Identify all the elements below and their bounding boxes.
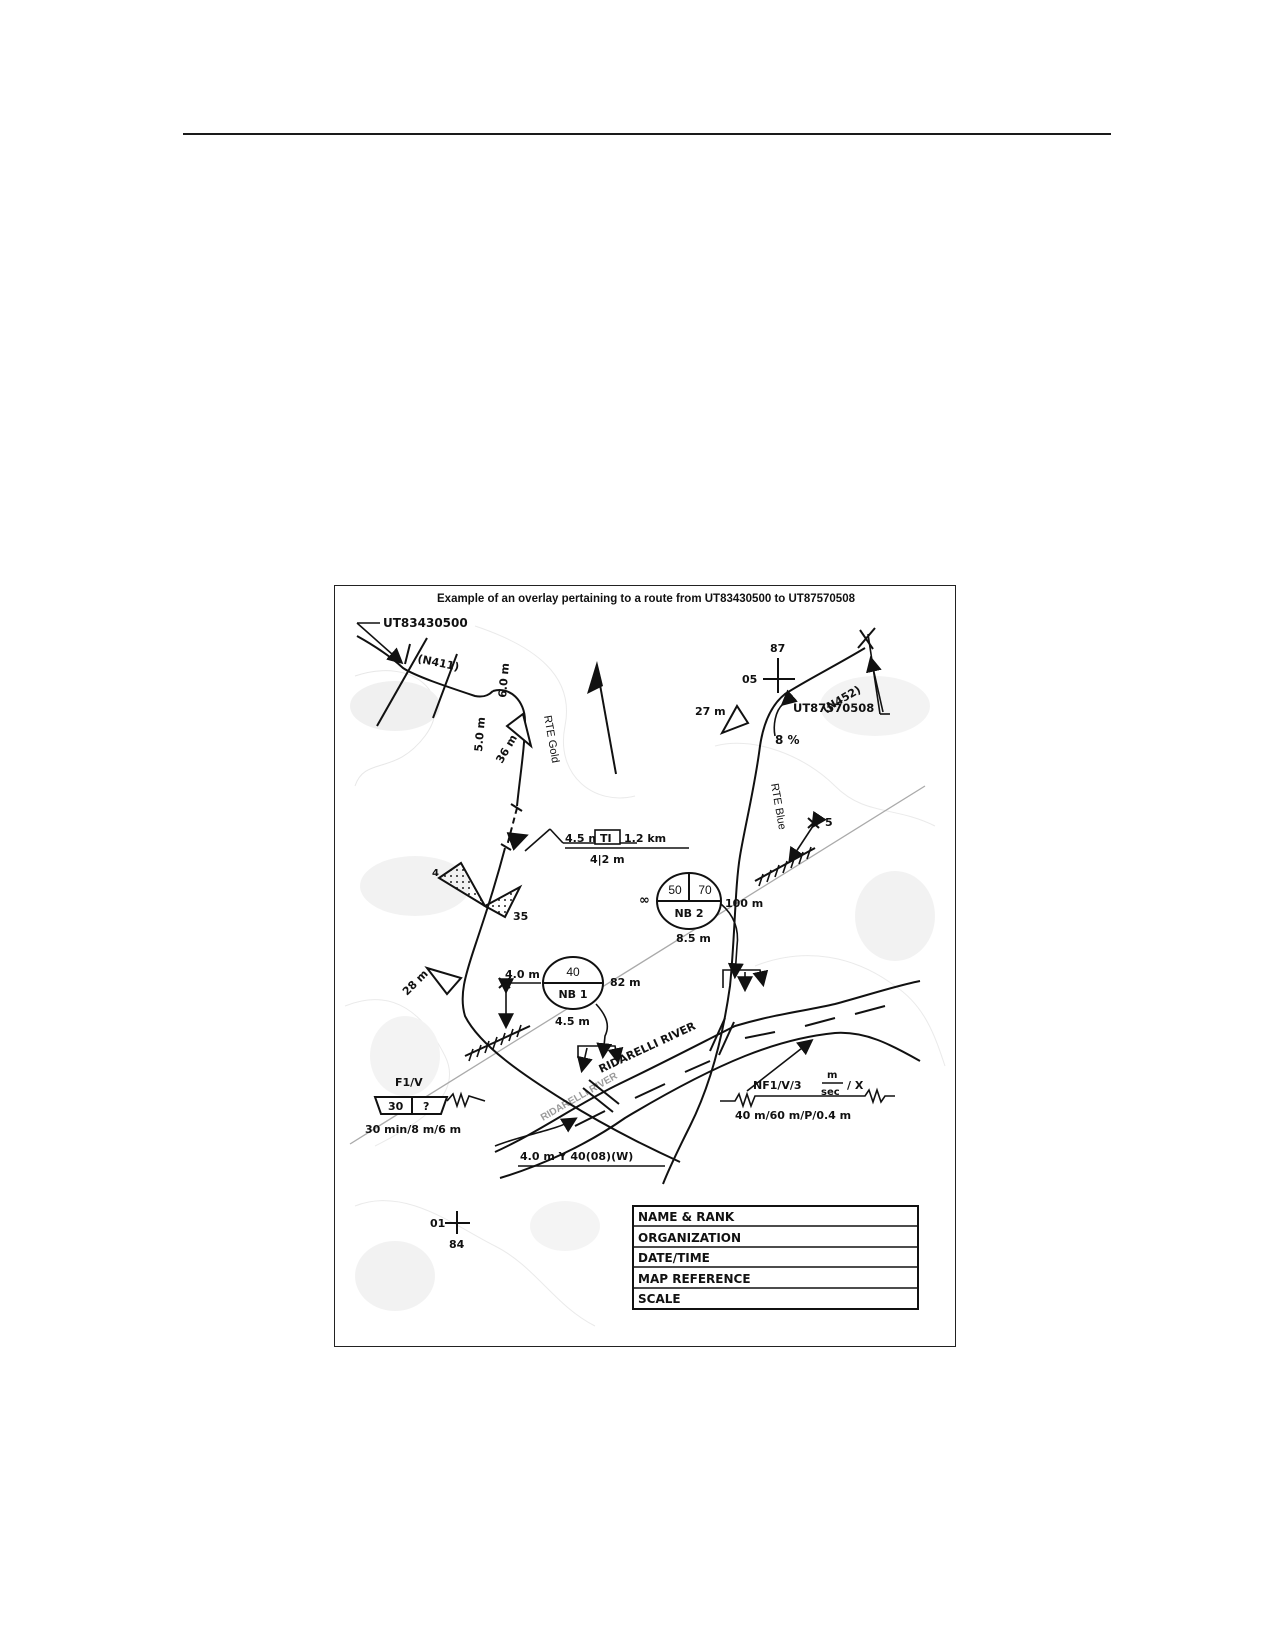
curve-35-symbol: 4 35 [432, 861, 528, 923]
bridge-nb1-symbol: 40 NB 1 4.0 m 82 m 4.5 m [501, 956, 641, 1074]
tunnel-bottom: 4|2 m [590, 853, 625, 866]
nb2-left-val: 50 [668, 883, 682, 897]
bridge-classification: 4.0 m Y 40(08)(W) [494, 1117, 665, 1167]
nf-bottom: 40 m/60 m/P/0.4 m [735, 1109, 851, 1122]
curve-27-symbol: 27 m [695, 704, 750, 735]
overlay-title: Example of an overlay pertaining to a ro… [437, 593, 856, 605]
route-overlay-figure: Example of an overlay pertaining to a ro… [334, 585, 956, 1347]
width-50-label: 5.0 m [472, 716, 488, 752]
start-grid-label: UT83430500 [383, 616, 468, 630]
start-point-marker: UT83430500 [356, 616, 468, 727]
river-label-faint: RIDARELLI RIVER [539, 1070, 620, 1123]
curve-28-label: 28 m [400, 967, 431, 998]
nf-symbol: NF1/V/3 m sec / X 40 m/60 m/P/0.4 m [720, 1039, 895, 1122]
railroad-line [349, 785, 926, 1145]
bridge-crossings [582, 1017, 735, 1113]
curve-35-label: 35 [513, 910, 528, 923]
nf-frac-top: m [827, 1070, 837, 1081]
tunnel-code-box [594, 829, 621, 845]
legend-block: NAME & RANK ORGANIZATION DATE/TIME MAP R… [632, 1205, 919, 1310]
tunnel-code: TI [600, 832, 612, 845]
tunnel-width: 4.5 m [565, 832, 600, 845]
width-60-label: 6.0 m [496, 662, 512, 698]
tunnel-length: 1.2 km [624, 832, 666, 845]
page-header-rule [183, 133, 1111, 135]
ford-label: F1/V [395, 1076, 423, 1089]
tunnel-symbol: 4.5 m TI 1.2 km 4|2 m [500, 803, 689, 866]
grid-tick-bottom: 01 84 [430, 1211, 470, 1251]
route-blue-label: RTE Blue [768, 782, 788, 830]
route-overlay-map: Example of an overlay pertaining to a ro… [344, 593, 946, 1327]
nb1-bottom: 4.5 m [555, 1015, 590, 1028]
north-arrow [587, 661, 617, 775]
nf-frac-bottom: sec [821, 1087, 840, 1098]
grid-tick-bottom-left: 01 [430, 1217, 445, 1230]
nb1-right: 82 m [610, 976, 641, 989]
grid-tick-top: 87 05 [742, 642, 795, 693]
nb2-right: 100 m [725, 897, 763, 910]
overpass-5-label: 5 [825, 816, 833, 829]
ford-bottom: 30 min/8 m/6 m [365, 1123, 461, 1136]
nb1-top: 40 [566, 965, 580, 979]
curve-28-symbol: 28 m [400, 966, 463, 998]
grade-label: 8 % [775, 733, 800, 747]
nf-label: NF1/V/3 [753, 1079, 802, 1092]
curve-36-symbol: 36 m [493, 712, 533, 766]
nf-suffix: / X [847, 1079, 864, 1092]
nb2-infinity: ∞ [639, 893, 650, 908]
legend-map-reference: MAP REFERENCE [638, 1272, 751, 1286]
bridge-class-label: 4.0 m Y 40(08)(W) [520, 1150, 633, 1163]
curve-27-label: 27 m [695, 705, 726, 718]
grid-tick-top-num: 87 [770, 642, 785, 655]
nb1-left: 4.0 m [505, 968, 540, 981]
terrain-background [344, 625, 946, 1327]
route-gold-label: RTE Gold [541, 714, 561, 763]
ford-right: ? [423, 1100, 429, 1113]
grid-tick-left-num: 05 [742, 673, 757, 686]
nb2-right-val: 70 [698, 883, 712, 897]
curve-4-label: 4 [432, 868, 439, 879]
grid-tick-bottom-num: 84 [449, 1238, 465, 1251]
nb2-bottom: 8.5 m [676, 932, 711, 945]
nb2-code: NB 2 [674, 907, 703, 920]
end-point-marker: UT87570508 8 % [773, 627, 890, 747]
legend-name-rank: NAME & RANK [638, 1210, 735, 1224]
river-label: RIDARELLI RIVER [597, 1019, 698, 1075]
legend-organization: ORGANIZATION [638, 1231, 741, 1245]
end-grid-label: UT87570508 [793, 701, 874, 715]
curve-36-label: 36 m [493, 732, 520, 765]
overpass-5-symbol: 5 [754, 810, 833, 887]
ford-left: 30 [388, 1100, 404, 1113]
legend-date-time: DATE/TIME [638, 1251, 710, 1265]
legend-scale: SCALE [638, 1292, 681, 1306]
overpass-left-symbol [464, 977, 531, 1062]
ford-symbol: F1/V 30 ? 30 min/8 m/6 m [365, 1076, 486, 1136]
bridge-nb2-symbol: 50 70 NB 2 ∞ 100 m 8.5 m [639, 872, 769, 993]
nb1-code: NB 1 [558, 988, 587, 1001]
